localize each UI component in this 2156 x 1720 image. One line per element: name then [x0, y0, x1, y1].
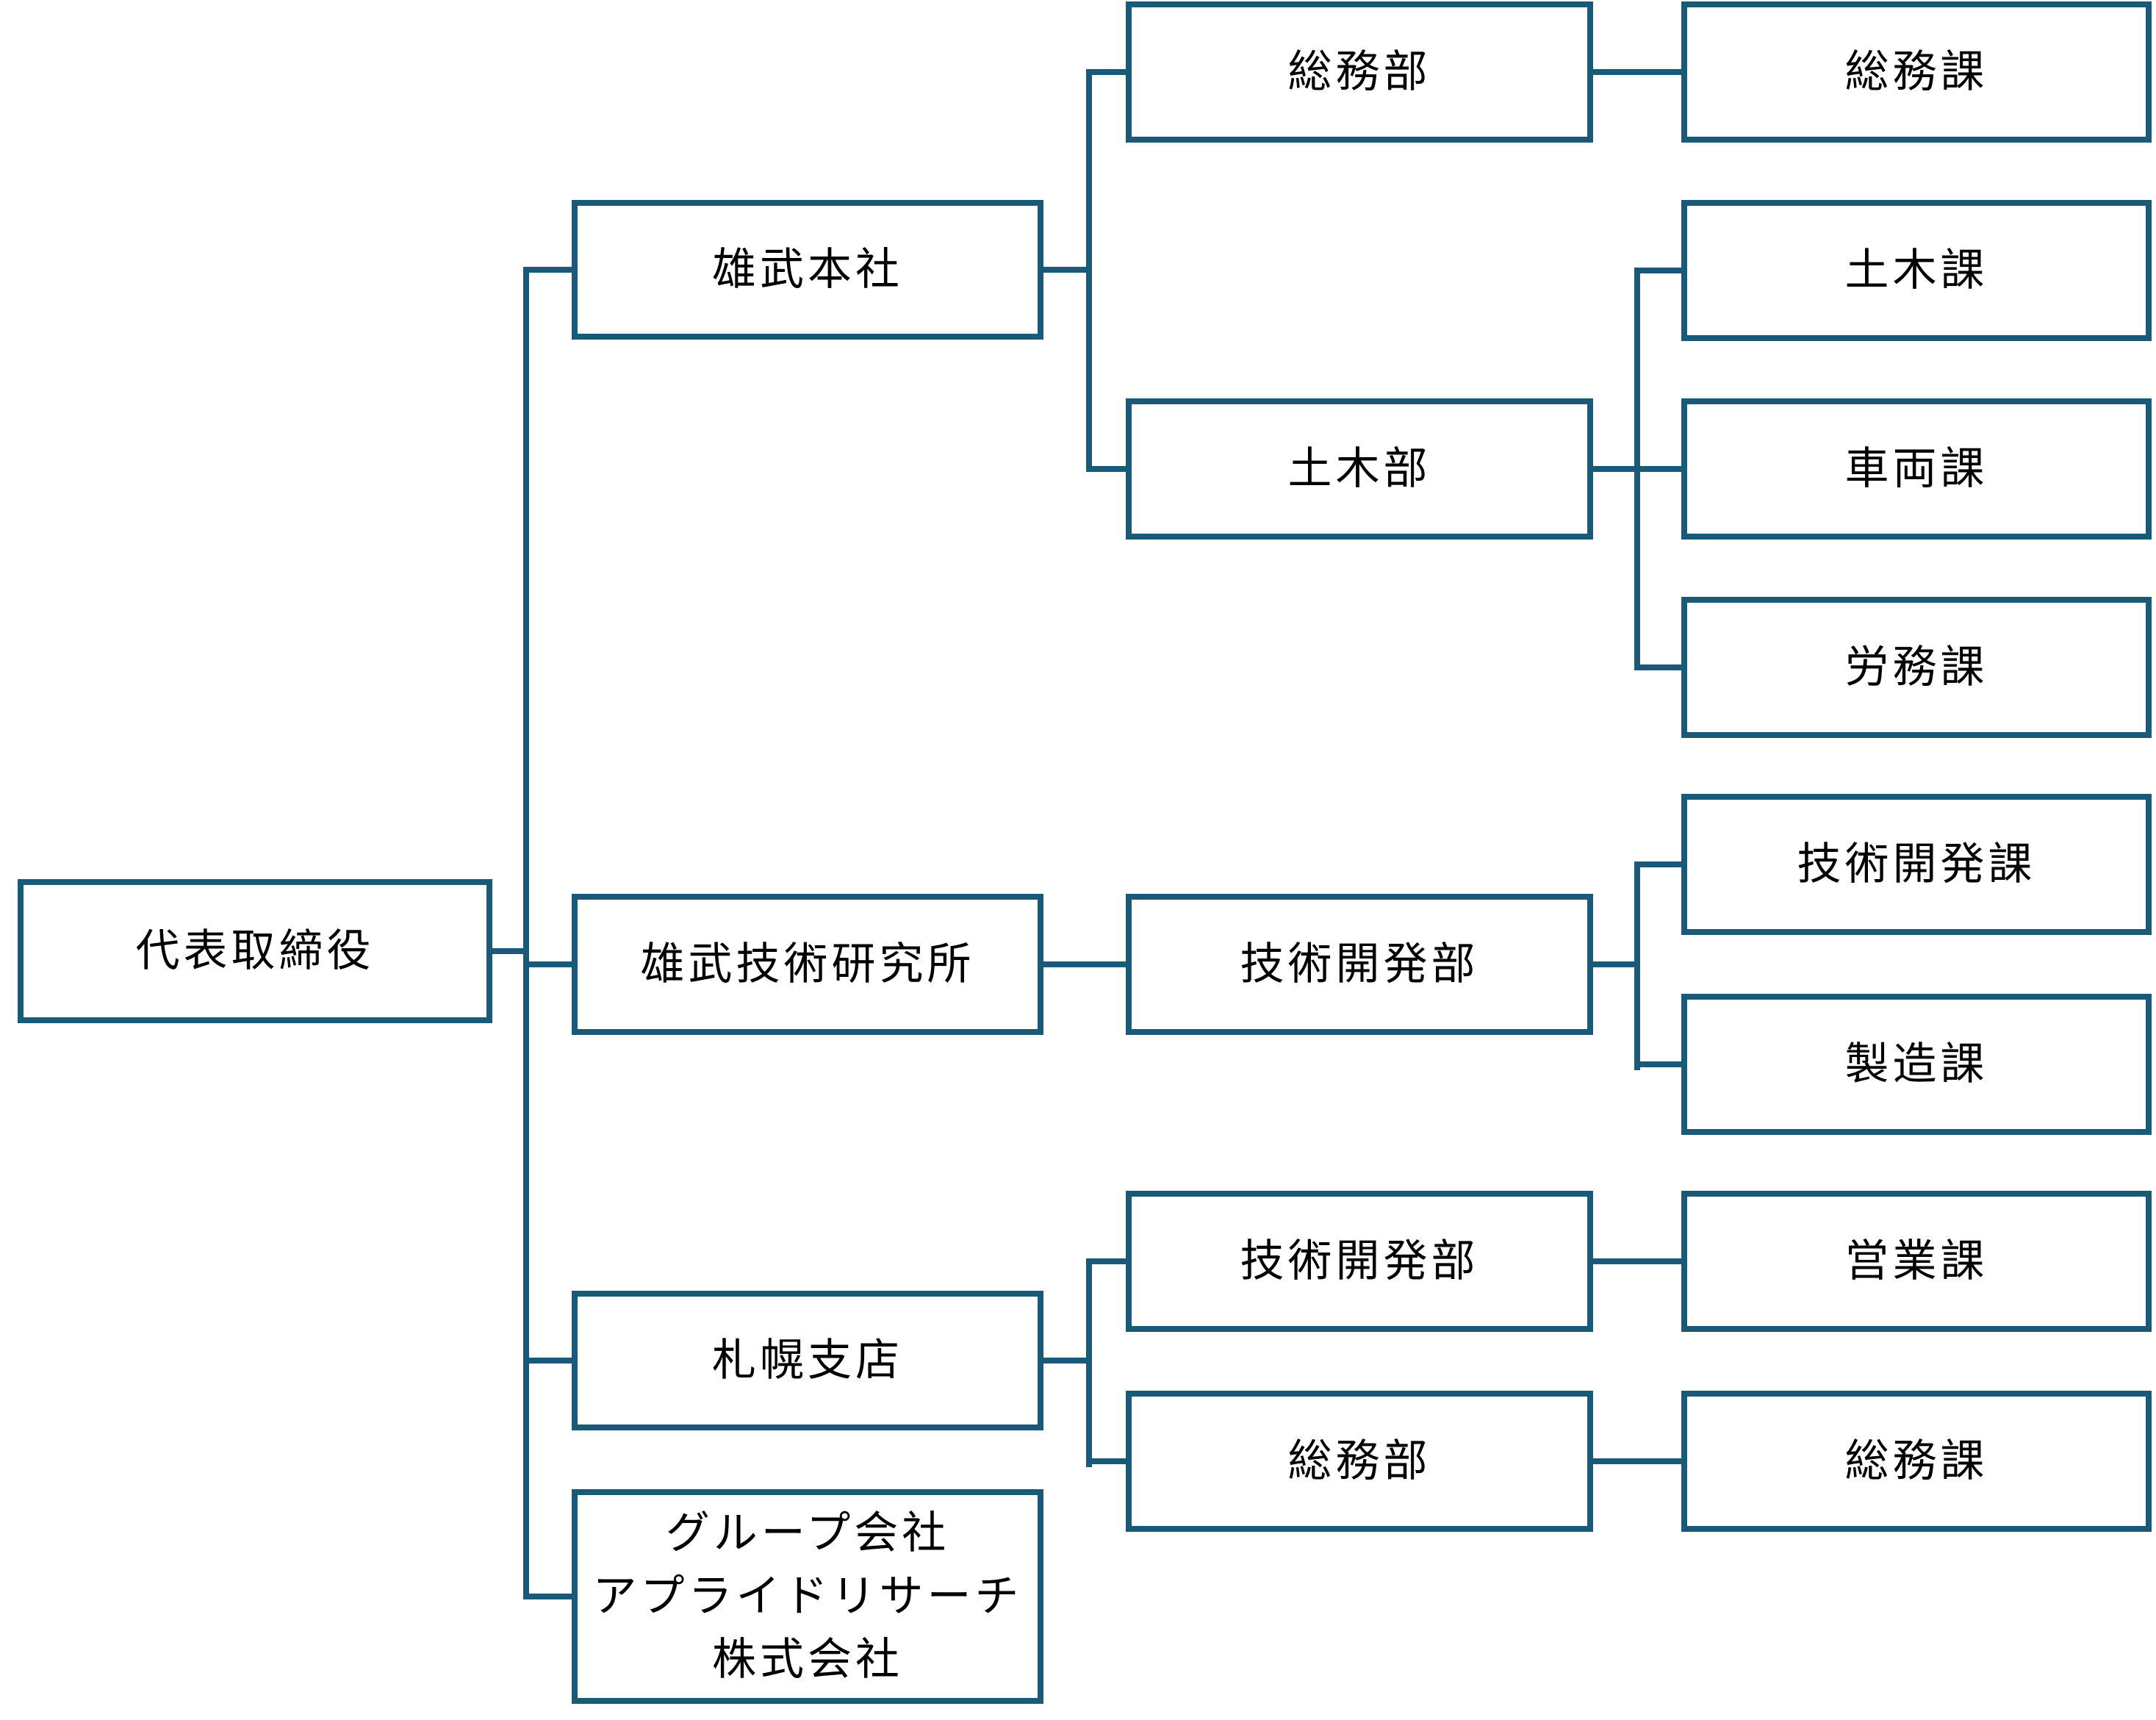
- org-node-sapporo-general-affairs-sec: 総務課: [1681, 1391, 2152, 1532]
- org-node-labor-sec: 労務課: [1681, 597, 2152, 738]
- connector-to-manufacturing-sec: [1634, 1061, 1684, 1067]
- org-node-sapporo-tech-dev-dept: 技術開発部: [1126, 1191, 1593, 1332]
- connector-trunk-group-company: [523, 1594, 575, 1599]
- connector-to-civil-eng-sec: [1634, 268, 1684, 273]
- org-node-hq-general-affairs-dept: 総務部: [1126, 1, 1593, 143]
- connector-ceo-trunk: [488, 948, 523, 954]
- org-node-sapporo-general-affairs-dept: 総務部: [1126, 1391, 1593, 1532]
- connector-research-tech-dev-dept: [1041, 961, 1129, 967]
- connector-sapporo-branch-out: [1041, 1358, 1092, 1364]
- org-node-label: 土木課: [1844, 246, 1988, 295]
- connector-tech-dev-dept-branch: [1590, 961, 1637, 967]
- org-node-civil-eng-dept: 土木部: [1126, 398, 1593, 540]
- org-node-sales-sec: 営業課: [1681, 1191, 2152, 1332]
- org-node-label: 総務課: [1844, 47, 1988, 96]
- connector-to-hq-general-affairs-dept: [1086, 69, 1129, 75]
- connector-trunk-omu-hq: [523, 267, 575, 273]
- org-node-label: 労務課: [1844, 642, 1988, 692]
- org-node-research-tech-dev-dept: 技術開発部: [1126, 894, 1593, 1035]
- org-node-omu-hq: 雄武本社: [572, 200, 1043, 340]
- connector-to-sapporo-tech-dev-dept: [1086, 1258, 1129, 1264]
- org-node-label-line: グループ会社: [665, 1508, 950, 1558]
- org-node-label: 総務部: [1287, 1436, 1431, 1486]
- org-node-label: 技術開発部: [1240, 1236, 1479, 1286]
- connector-trunk-omu-research: [523, 961, 575, 967]
- org-node-label: 営業課: [1844, 1236, 1988, 1286]
- connector-tech-dev-children-vertical: [1634, 861, 1640, 1070]
- connector-to-sapporo-general-affairs-dept: [1086, 1458, 1129, 1464]
- connector-trunk-sapporo-branch: [523, 1358, 575, 1364]
- connector-sapporo-children-vertical: [1086, 1258, 1092, 1467]
- org-node-label: 総務部: [1287, 47, 1431, 96]
- connector-civil-eng-children-vertical: [1634, 268, 1640, 670]
- org-node-tech-dev-sec: 技術開発課: [1681, 794, 2152, 935]
- org-node-label: 技術開発課: [1797, 839, 2036, 889]
- org-node-label: 雄武技術研究所: [640, 939, 975, 989]
- org-node-label: 技術開発部: [1240, 939, 1479, 989]
- org-node-label-line: アプライドリサーチ: [592, 1572, 1023, 1621]
- org-node-label: 土木部: [1287, 444, 1431, 493]
- org-node-label: 車両課: [1844, 444, 1988, 493]
- org-node-hq-general-affairs-sec: 総務課: [1681, 1, 2152, 143]
- org-node-label: 雄武本社: [712, 245, 903, 294]
- org-node-sapporo-branch: 札幌支店: [572, 1291, 1043, 1430]
- org-node-group-company: グループ会社 アプライドリサーチ 株式会社: [572, 1489, 1043, 1704]
- connector-trunk-vertical: [523, 267, 529, 1599]
- org-node-label: 札幌支店: [712, 1336, 903, 1385]
- connector-sapporo-tech-dev-sales-sec: [1590, 1258, 1684, 1264]
- connector-omu-hq-branch: [1041, 267, 1092, 273]
- org-node-manufacturing-sec: 製造課: [1681, 994, 2152, 1135]
- org-node-label-line: 株式会社: [712, 1635, 903, 1684]
- connector-to-civil-eng-dept: [1086, 466, 1129, 472]
- connector-to-labor-sec: [1634, 664, 1684, 670]
- connector-general-affairs-dept-sec: [1590, 69, 1684, 75]
- org-node-label: 製造課: [1844, 1039, 1988, 1089]
- connector-to-tech-dev-sec: [1634, 861, 1684, 867]
- org-node-ceo: 代表取締役: [18, 879, 492, 1023]
- org-node-label: 総務課: [1844, 1436, 1988, 1486]
- org-node-label: 代表取締役: [135, 926, 375, 975]
- org-node-vehicle-sec: 車両課: [1681, 398, 2152, 540]
- connector-sapporo-general-affairs-dept-sec: [1590, 1458, 1684, 1464]
- connector-omu-hq-children-vertical: [1086, 69, 1092, 472]
- org-node-omu-research: 雄武技術研究所: [572, 894, 1043, 1035]
- org-node-civil-eng-sec: 土木課: [1681, 200, 2152, 341]
